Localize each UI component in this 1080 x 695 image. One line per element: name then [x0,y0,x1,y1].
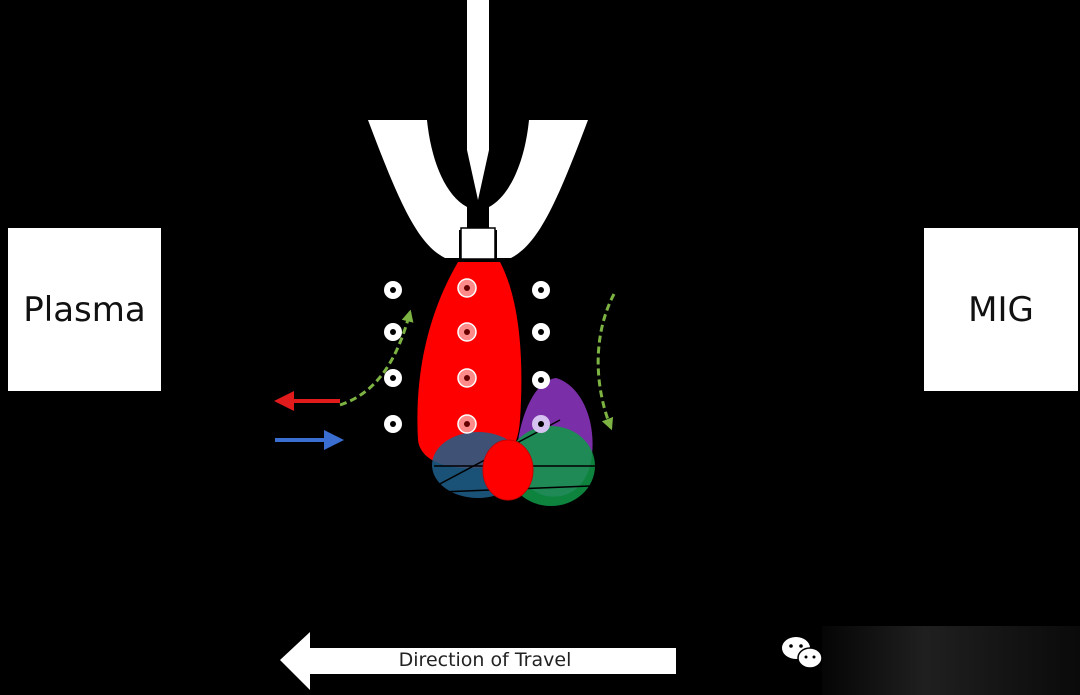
field-markers-center [457,278,477,434]
watermark-band [822,626,1080,695]
arc-center-droplet [482,439,534,501]
outflow-arrow [274,391,340,411]
plasma-label: Plasma [23,290,146,330]
wechat-logo-icon [782,637,823,669]
mig-label: MIG [968,290,1034,330]
nozzle-orifice [460,227,496,260]
plasma-nozzle-right [489,120,588,258]
tungsten-electrode [467,0,489,200]
plasma-nozzle [368,120,467,258]
travel-arrow [280,632,676,690]
plasma-box [8,228,161,391]
field-markers-left [384,281,402,433]
inflow-arrow [275,430,344,450]
plasma-arc [417,262,522,469]
mig-box [924,228,1078,391]
direction-of-travel-label: Direction of Travel [398,649,572,671]
gas-flow-arrow-right [596,293,616,431]
field-markers-right [532,281,550,433]
gas-flow-arrow-left [339,309,414,407]
